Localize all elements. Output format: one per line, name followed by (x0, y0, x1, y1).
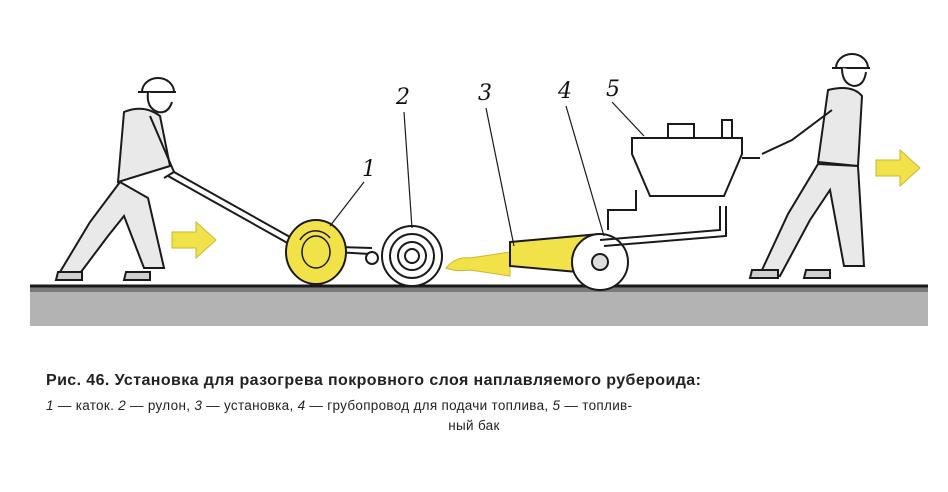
caption-text-1: — каток. (53, 398, 119, 413)
left-arrow-icon (171, 220, 217, 260)
caption-num-3: 3 (194, 398, 203, 413)
label-5: 5 (606, 77, 620, 102)
ground (30, 284, 928, 326)
left-worker (54, 77, 176, 281)
illustration: 1 2 3 4 5 (30, 53, 928, 326)
fuel-tank (631, 119, 760, 197)
label-4: 4 (557, 79, 572, 104)
caption-line-3: ный бак (448, 418, 500, 433)
caption-text-3: — установка, (202, 398, 298, 413)
caption-num-5: 5 (552, 398, 561, 413)
caption-legend: 1 — каток. 2 — рулон, 3 — установка, 4 —… (46, 398, 906, 413)
caption-text-4: — грубопровод для подачи топлива, (305, 398, 553, 413)
label-2: 2 (395, 85, 410, 110)
label-3: 3 (478, 81, 492, 106)
caption-num-4: 4 (297, 398, 306, 413)
right-arrow-icon (875, 148, 921, 188)
fuel-pipeline (599, 190, 727, 247)
right-worker (748, 53, 870, 279)
label-1: 1 (362, 157, 376, 182)
caption-text-2: — рулон, (126, 398, 195, 413)
cart-wheel (571, 233, 629, 291)
caption-text-5: — топлив- (560, 398, 633, 413)
caption-num-2: 2 (118, 398, 126, 413)
callout-lines (329, 101, 645, 247)
roofing-roll (381, 225, 443, 287)
caption-title: Рис. 46. Установка для разогрева покровн… (46, 372, 702, 389)
roller (285, 219, 347, 285)
caption-num-1: 1 (46, 398, 54, 413)
